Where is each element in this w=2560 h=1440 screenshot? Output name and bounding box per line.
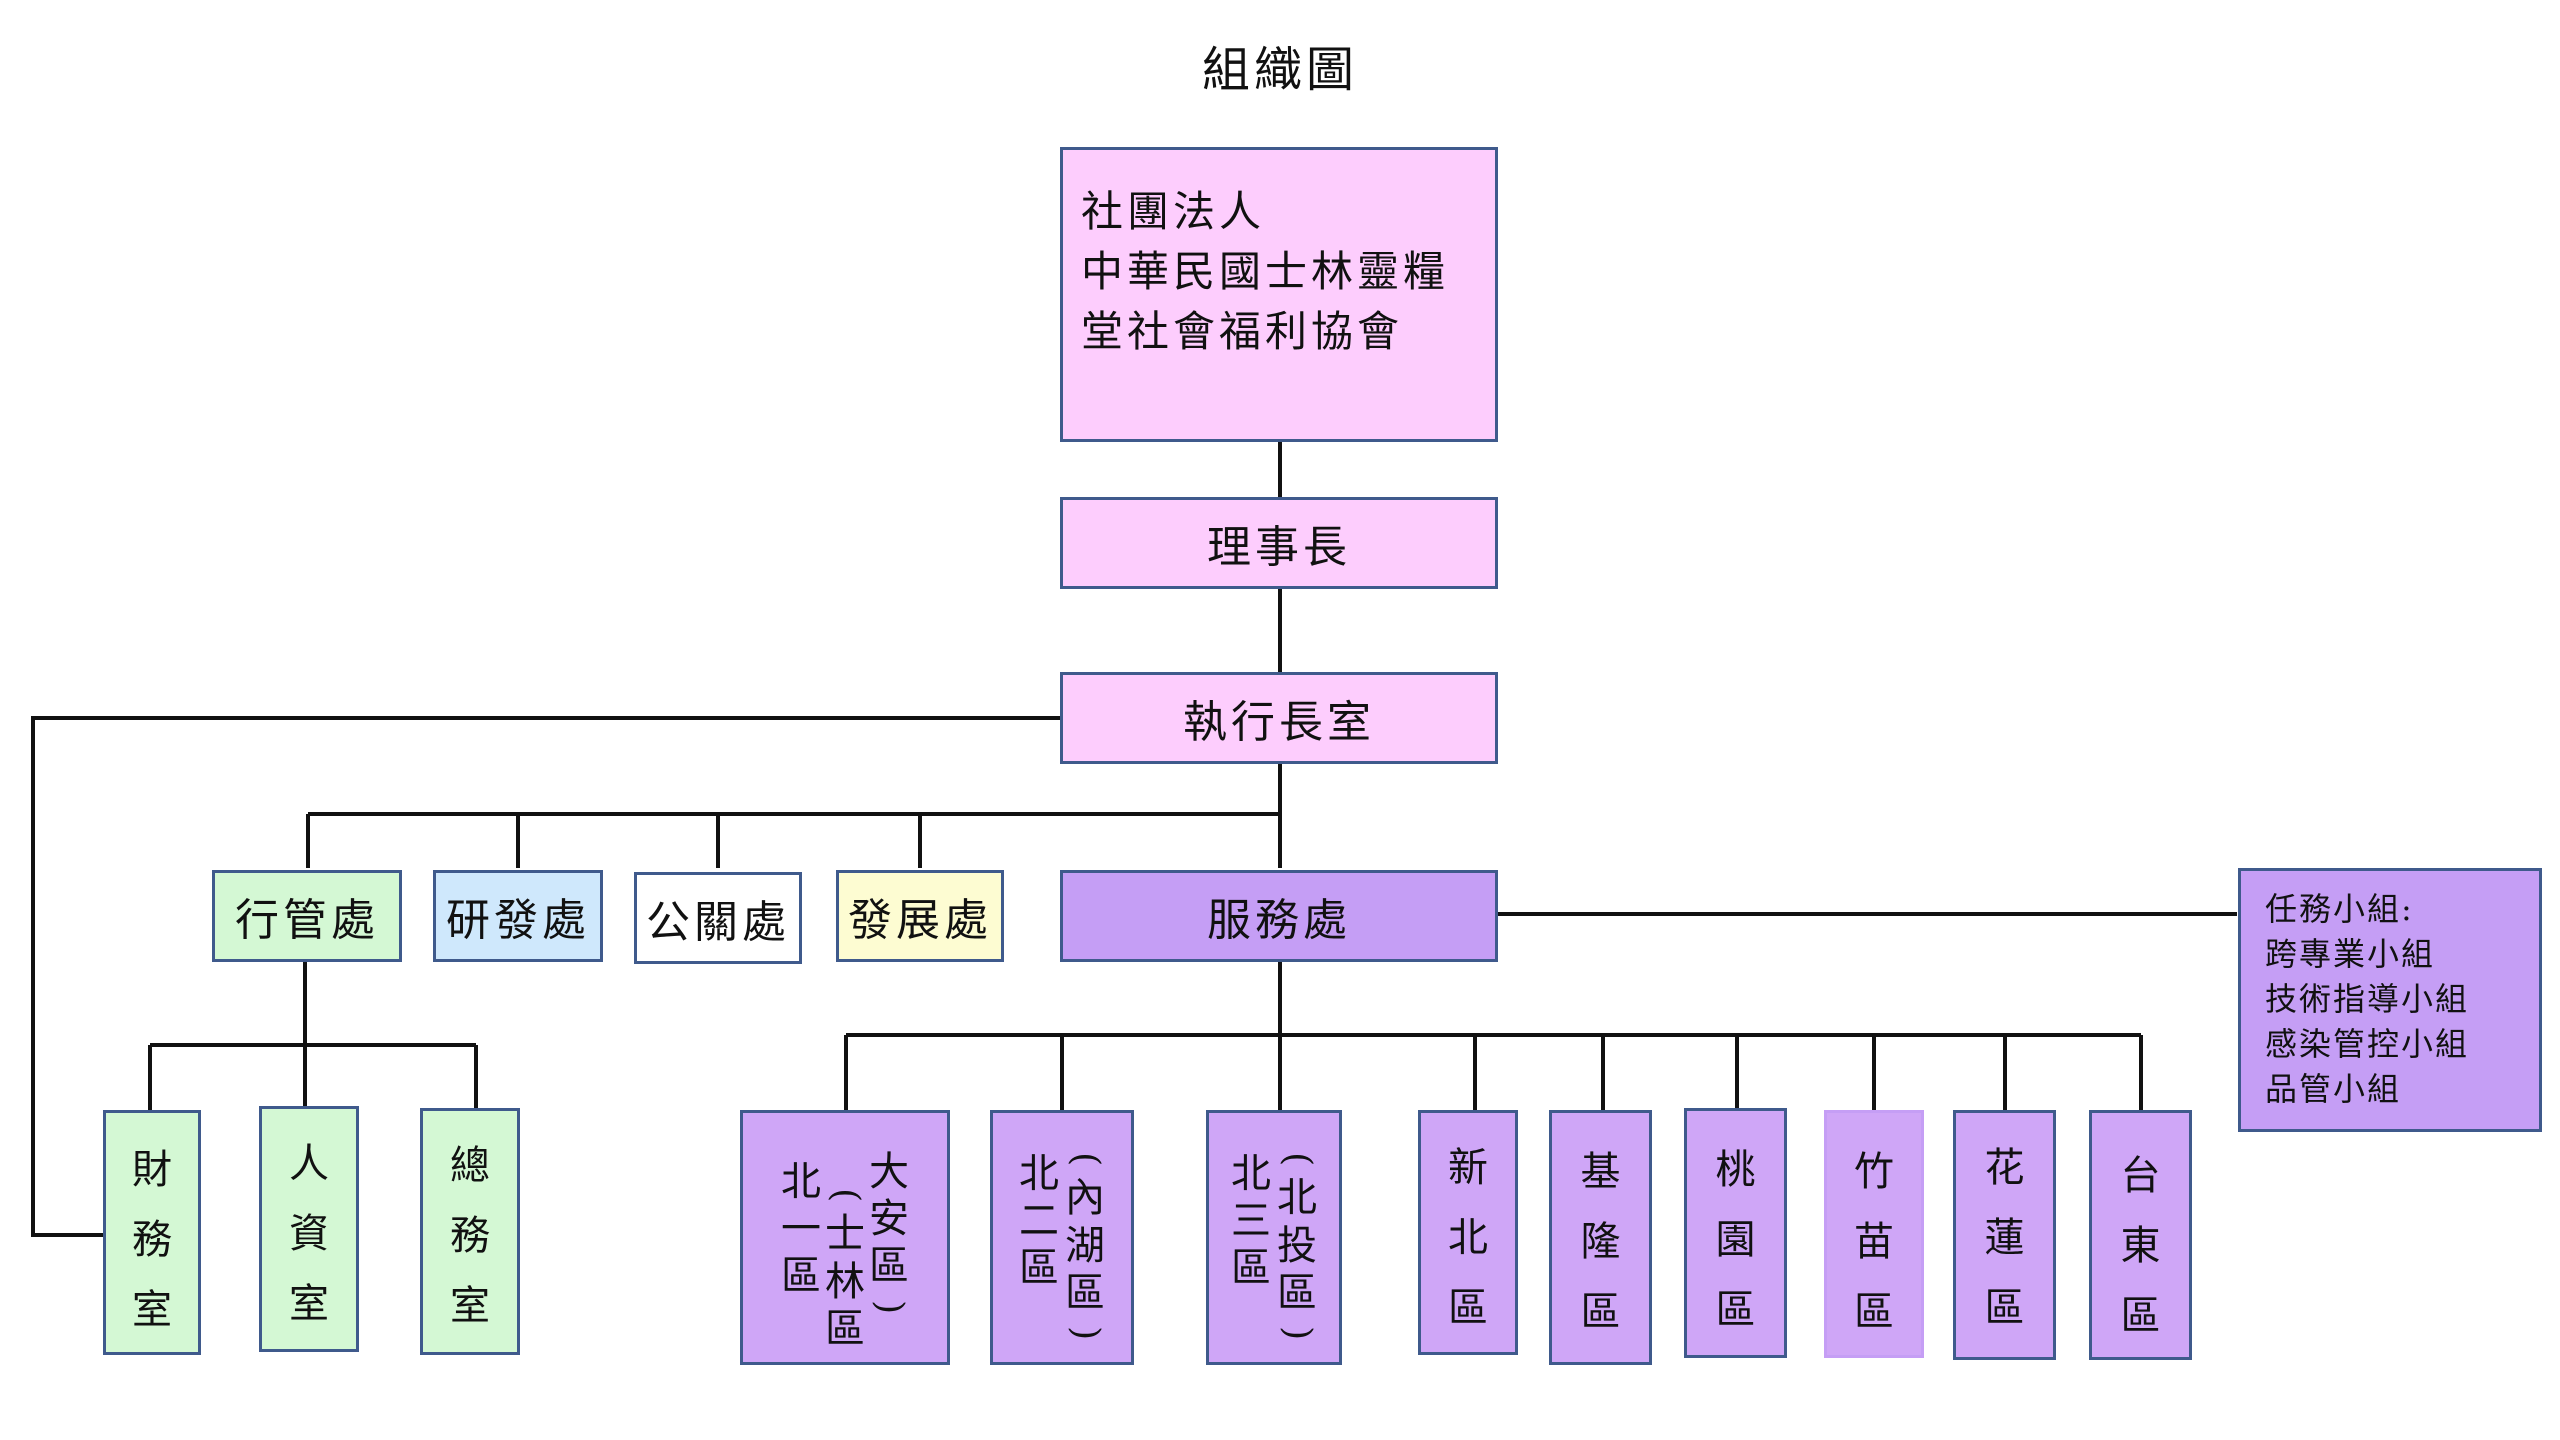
district-hualien-char: 花 [1984, 1145, 2025, 1191]
chairman-box: 理事長 [1060, 497, 1498, 589]
service-department-label: 服務處 [1207, 895, 1351, 946]
district-north-3-char: 區 [1231, 1245, 1271, 1292]
district-north-2-char: 二 [1019, 1198, 1059, 1245]
district-north-1-char: 士 [825, 1211, 865, 1258]
district-keelung-char: 隆 [1580, 1219, 1621, 1265]
district-north-2-char: 區 [1065, 1269, 1105, 1316]
district-taitung-char: 台 [2120, 1153, 2161, 1199]
organization-box: 社團法人 中華民國士林靈糧 堂社會福利協會 [1060, 147, 1498, 442]
task-force-item: 感染管控小組 [2265, 1025, 2470, 1063]
district-taoyuan-char: 區 [1715, 1287, 1756, 1333]
general-affairs-office-char: 總 [450, 1143, 490, 1189]
district-north-1-char: ) [869, 1299, 911, 1314]
district-taitung-char: 區 [2120, 1293, 2161, 1339]
service-department-box: 服務處 [1060, 870, 1498, 962]
chairman-label: 理事長 [1207, 522, 1351, 573]
pr-department-box: 公關處 [634, 872, 802, 964]
district-taitung-char: 東 [2120, 1223, 2161, 1269]
general-affairs-office-char: 室 [450, 1283, 490, 1329]
district-north-1-char: 林 [825, 1258, 865, 1305]
district-north-3-char: 區 [1277, 1269, 1317, 1316]
district-north-2-char: 湖 [1065, 1222, 1105, 1269]
hr-office-box: 人 資 室 [259, 1106, 359, 1352]
pr-department-label: 公關處 [646, 897, 790, 948]
district-taoyuan-char: 園 [1715, 1217, 1756, 1263]
general-affairs-office-box: 總 務 室 [420, 1108, 520, 1355]
district-north-3-box: ( 北 投 區 ) 北 三 區 [1206, 1110, 1342, 1365]
finance-office-char: 室 [132, 1287, 172, 1333]
task-force-item: 品管小組 [2265, 1070, 2402, 1108]
district-new-taipei-char: 新 [1448, 1145, 1488, 1191]
district-keelung-box: 基 隆 區 [1549, 1110, 1652, 1365]
district-keelung-char: 基 [1580, 1149, 1621, 1195]
organization-line-1: 社團法人 [1081, 187, 1266, 236]
district-north-1-char: 北 [781, 1159, 821, 1205]
district-new-taipei-char: 區 [1448, 1285, 1488, 1331]
district-new-taipei-box: 新 北 區 [1418, 1110, 1518, 1355]
district-north-2-box: ( 內 湖 區 ) 北 二 區 [990, 1110, 1134, 1365]
district-north-3-char: 投 [1277, 1222, 1317, 1269]
district-north-1-char: ( [825, 1188, 867, 1203]
district-hualien-char: 區 [1984, 1285, 2025, 1331]
rnd-department-label: 研發處 [446, 895, 590, 946]
task-force-item: 跨專業小組 [2265, 935, 2436, 973]
district-north-2-char: ( [1065, 1152, 1107, 1167]
chart-title: 組織圖 [1201, 42, 1358, 98]
finance-office-char: 務 [132, 1217, 172, 1263]
admin-department-box: 行管處 [212, 870, 402, 962]
district-taitung-box: 台 東 區 [2089, 1110, 2192, 1360]
district-hsinchu-miaoli-box: 竹 苗 區 [1824, 1110, 1924, 1358]
district-north-1-char: 區 [825, 1305, 865, 1352]
hr-office-char: 資 [289, 1211, 329, 1257]
admin-department-label: 行管處 [235, 895, 379, 946]
ceo-office-box: 執行長室 [1060, 672, 1498, 764]
district-north-3-char: 三 [1231, 1198, 1271, 1245]
district-taoyuan-char: 桃 [1715, 1147, 1756, 1193]
ceo-office-label: 執行長室 [1183, 697, 1375, 748]
organization-line-3: 堂社會福利協會 [1081, 307, 1404, 356]
development-department-label: 發展處 [848, 895, 992, 946]
district-hualien-char: 蓮 [1984, 1215, 2025, 1261]
task-force-item: 技術指導小組 [2265, 980, 2470, 1018]
district-north-3-char: ) [1277, 1326, 1319, 1341]
district-north-2-char: 內 [1065, 1175, 1105, 1222]
district-north-1-box: 大 安 區 ) ( 士 林 區 北 一 區 [740, 1110, 950, 1365]
district-new-taipei-char: 北 [1448, 1215, 1488, 1261]
district-north-1-char: 區 [781, 1253, 821, 1300]
task-force-box: 任務小組: 跨專業小組 技術指導小組 感染管控小組 品管小組 [2238, 868, 2542, 1132]
task-force-heading: 任務小組: [2265, 890, 2414, 928]
district-north-3-char: ( [1277, 1152, 1319, 1167]
district-hsinchu-miaoli-char: 苗 [1854, 1219, 1894, 1265]
district-north-2-char: ) [1065, 1326, 1107, 1341]
district-north-1-char: 區 [869, 1243, 909, 1290]
district-hsinchu-miaoli-char: 竹 [1854, 1149, 1894, 1195]
district-hualien-box: 花 蓮 區 [1953, 1110, 2056, 1360]
district-north-3-char: 北 [1277, 1175, 1317, 1222]
district-north-2-char: 區 [1019, 1245, 1059, 1292]
district-taoyuan-box: 桃 園 區 [1684, 1108, 1787, 1358]
district-north-1-char: 一 [781, 1206, 821, 1253]
district-keelung-char: 區 [1580, 1289, 1621, 1335]
hr-office-char: 室 [289, 1281, 329, 1327]
district-north-3-char: 北 [1231, 1151, 1271, 1197]
district-north-1-char: 安 [869, 1196, 909, 1243]
rnd-department-box: 研發處 [433, 870, 603, 962]
finance-office-char: 財 [132, 1147, 172, 1193]
finance-office-box: 財 務 室 [103, 1110, 201, 1355]
general-affairs-office-char: 務 [450, 1213, 490, 1259]
organization-line-2: 中華民國士林靈糧 [1081, 247, 1450, 296]
district-north-2-char: 北 [1019, 1151, 1059, 1197]
development-department-box: 發展處 [836, 870, 1004, 962]
district-north-1-char: 大 [869, 1149, 909, 1195]
hr-office-char: 人 [289, 1141, 329, 1187]
district-hsinchu-miaoli-char: 區 [1854, 1289, 1894, 1335]
